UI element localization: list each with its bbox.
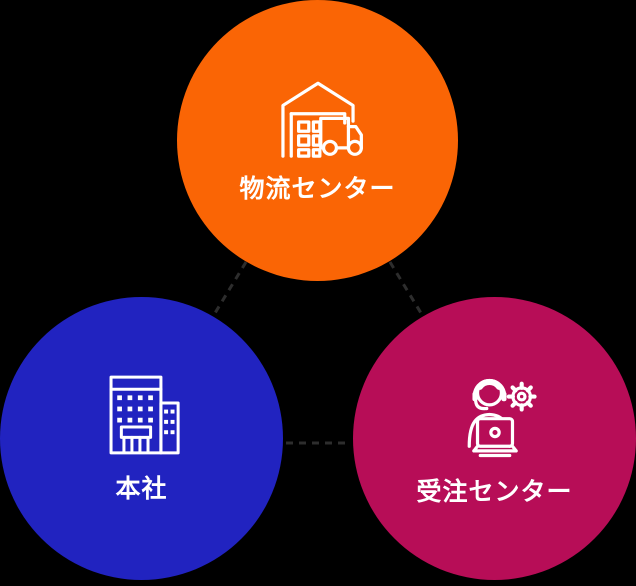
connector-line-top-left (210, 261, 248, 319)
node-label: 本社 (115, 474, 168, 503)
node-order-center: 受注センター (353, 297, 636, 580)
office-building-icon (99, 372, 185, 458)
node-head-office: 本社 (0, 297, 283, 580)
support-agent-gear-icon (449, 369, 541, 461)
node-label: 物流センター (239, 175, 396, 203)
node-logistics-center: 物流センター (177, 0, 458, 281)
node-label: 受注センター (416, 477, 573, 506)
connector-line-top-right (388, 261, 426, 319)
warehouse-truck-icon (268, 75, 368, 158)
